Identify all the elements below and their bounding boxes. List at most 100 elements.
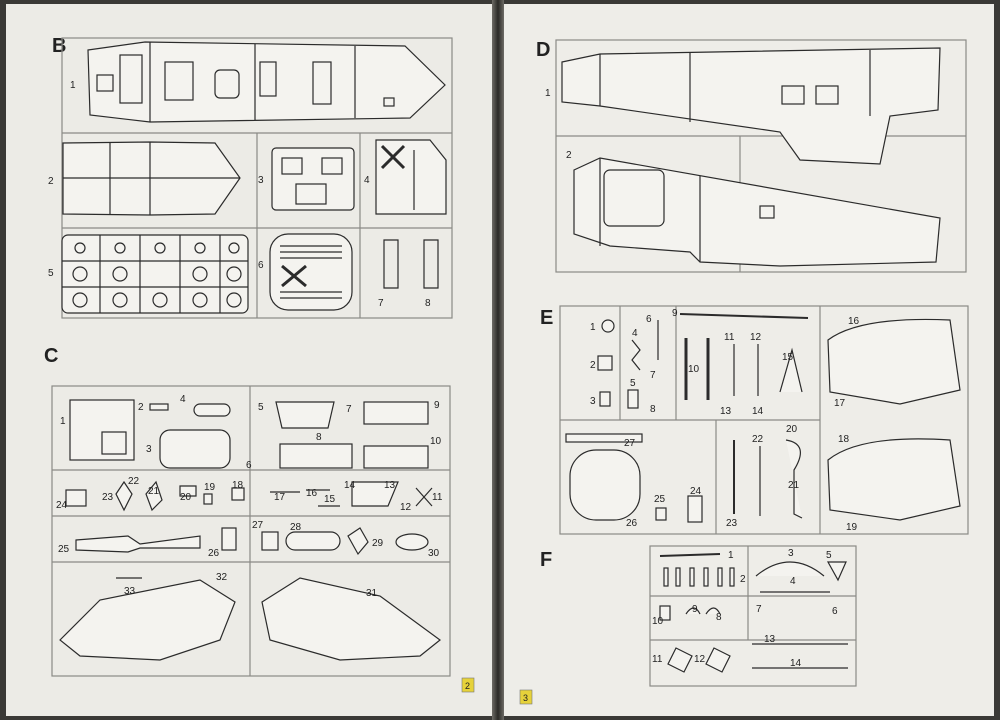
label-d2: 2 xyxy=(566,150,572,161)
label-b1: 1 xyxy=(70,80,76,91)
label-c21: 21 xyxy=(148,486,160,497)
label-c25: 25 xyxy=(58,544,70,555)
page-number-badge-left: 2 xyxy=(461,677,475,693)
label-c32: 32 xyxy=(216,572,228,583)
label-e8: 8 xyxy=(650,404,656,415)
label-c31: 31 xyxy=(366,588,378,599)
label-f8: 8 xyxy=(716,612,722,623)
label-e5: 5 xyxy=(630,378,636,389)
label-b7: 7 xyxy=(378,298,384,309)
label-c3: 3 xyxy=(146,444,152,455)
label-c12: 12 xyxy=(400,502,412,513)
label-e26: 26 xyxy=(626,518,638,529)
label-c18: 18 xyxy=(232,480,244,491)
section-e-part-labels: 1 2 3 4 5 6 7 8 9 10 11 12 13 14 15 16 1… xyxy=(590,308,860,533)
label-e9: 9 xyxy=(672,308,678,319)
part-b3-cockpit-floor xyxy=(271,147,355,211)
label-e16: 16 xyxy=(848,316,860,327)
label-c9: 9 xyxy=(434,400,440,411)
label-e20: 20 xyxy=(786,424,798,435)
page-number-badge-right: 3 xyxy=(519,689,533,705)
part-b4-panel xyxy=(375,139,447,215)
label-e13: 13 xyxy=(720,406,732,417)
label-e22: 22 xyxy=(752,434,764,445)
label-c11: 11 xyxy=(432,492,443,503)
label-b3: 3 xyxy=(258,175,264,186)
sprue-frame-b xyxy=(61,37,453,319)
label-f1: 1 xyxy=(728,550,734,561)
label-f11: 11 xyxy=(652,654,663,665)
section-f-part-labels: 1 2 3 4 5 6 7 8 9 10 11 12 13 14 xyxy=(652,548,838,669)
sprue-parts-f xyxy=(659,553,848,673)
label-c29: 29 xyxy=(372,538,384,549)
sprue-frame-f xyxy=(649,545,857,687)
label-c26: 26 xyxy=(208,548,220,559)
label-f9: 9 xyxy=(692,604,698,615)
label-e17: 17 xyxy=(834,398,846,409)
label-e7: 7 xyxy=(650,370,656,381)
section-letter-e: E xyxy=(540,307,553,329)
label-e14: 14 xyxy=(752,406,764,417)
label-b2: 2 xyxy=(48,176,54,187)
label-e2: 2 xyxy=(590,360,596,371)
label-e10: 10 xyxy=(688,364,700,375)
label-e25: 25 xyxy=(654,494,666,505)
label-e3: 3 xyxy=(590,396,596,407)
label-e19: 19 xyxy=(846,522,858,533)
label-c33: 33 xyxy=(124,586,136,597)
label-b4: 4 xyxy=(364,175,370,186)
label-f7: 7 xyxy=(756,604,762,615)
label-e4: 4 xyxy=(632,328,638,339)
label-c6: 6 xyxy=(246,460,252,471)
page-number-left: 2 xyxy=(465,681,470,691)
label-f2: 2 xyxy=(740,574,746,585)
label-c5: 5 xyxy=(258,402,264,413)
label-e23: 23 xyxy=(726,518,738,529)
label-c15: 15 xyxy=(324,494,336,505)
label-c8: 8 xyxy=(316,432,322,443)
label-c1: 1 xyxy=(60,416,66,427)
label-f14: 14 xyxy=(790,658,802,669)
label-b5: 5 xyxy=(48,268,54,279)
sprue-parts-c xyxy=(59,399,441,661)
section-letter-d: D xyxy=(536,39,550,61)
label-e1: 1 xyxy=(590,322,596,333)
label-c7: 7 xyxy=(346,404,352,415)
label-c27: 27 xyxy=(252,520,264,531)
section-b-part-labels: 1 2 3 4 5 6 7 8 xyxy=(48,80,431,309)
label-c23: 23 xyxy=(102,492,114,503)
label-b6: 6 xyxy=(258,260,264,271)
label-c17: 17 xyxy=(274,492,286,503)
label-f10: 10 xyxy=(652,616,664,627)
part-b2-fuselage-half xyxy=(62,141,241,216)
section-d-part-labels: 1 2 xyxy=(545,88,572,161)
label-d1: 1 xyxy=(545,88,551,99)
label-c22: 22 xyxy=(128,476,140,487)
label-c2: 2 xyxy=(138,402,144,413)
sprue-frame-e xyxy=(559,305,969,535)
label-e15: 15 xyxy=(782,352,794,363)
label-c19: 19 xyxy=(204,482,216,493)
part-b1-fuselage-half xyxy=(87,41,446,123)
label-e27: 27 xyxy=(624,438,636,449)
label-e18: 18 xyxy=(838,434,850,445)
section-letter-b: B xyxy=(52,35,66,57)
label-c14: 14 xyxy=(344,480,356,491)
part-d2-fuselage-half xyxy=(573,157,941,267)
label-c13: 13 xyxy=(384,480,396,491)
book-gutter xyxy=(492,0,504,720)
label-e21: 21 xyxy=(788,480,800,491)
label-c30: 30 xyxy=(428,548,440,559)
label-b8: 8 xyxy=(425,298,431,309)
label-c4: 4 xyxy=(180,394,186,405)
section-letter-c: C xyxy=(44,345,58,367)
right-page: D 1 2 E xyxy=(504,4,994,716)
left-page: B xyxy=(6,4,492,716)
label-c10: 10 xyxy=(430,436,442,447)
page-number-right: 3 xyxy=(523,693,528,703)
label-f3: 3 xyxy=(788,548,794,559)
sprue-frame-c xyxy=(51,385,451,677)
part-b5-wheel-tree xyxy=(61,234,249,314)
label-f4: 4 xyxy=(790,576,796,587)
label-e12: 12 xyxy=(750,332,762,343)
